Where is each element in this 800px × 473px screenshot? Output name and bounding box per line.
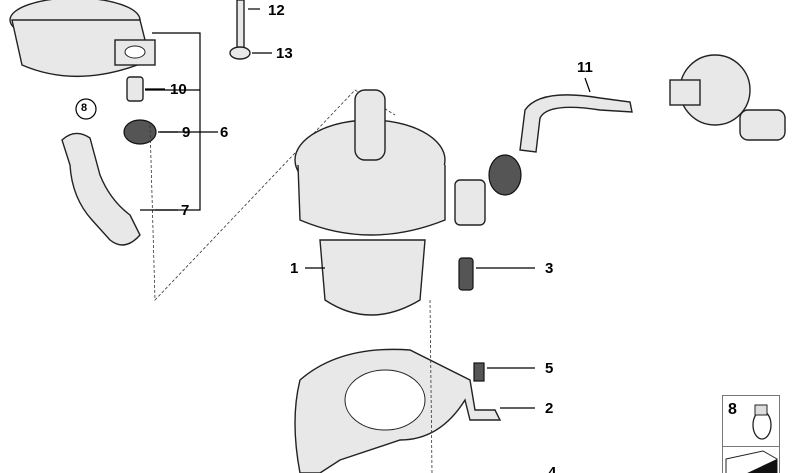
grommet-9 — [123, 119, 157, 145]
bolt-12 — [236, 0, 245, 49]
callout-11: 11 — [577, 59, 593, 76]
leader-lines — [140, 8, 591, 409]
callout-2: 2 — [545, 400, 554, 417]
callout-4: 4 — [548, 464, 557, 473]
callout-7: 7 — [181, 202, 190, 219]
callout-10: 10 — [170, 81, 187, 98]
hose-11 — [519, 94, 633, 153]
callout-5: 5 — [545, 360, 554, 377]
legend-item-label: 8 — [728, 401, 737, 418]
callout-1: 1 — [290, 260, 299, 277]
callout-12: 12 — [268, 2, 285, 19]
sleeve-10 — [126, 76, 144, 102]
air-valve — [669, 54, 786, 141]
callout-3: 3 — [545, 260, 554, 277]
callout-6: 6 — [220, 124, 229, 141]
callout-9: 9 — [182, 124, 191, 141]
hose-7 — [61, 132, 141, 246]
hose-clamp-icon — [752, 404, 772, 440]
callout-8: 8 — [81, 102, 88, 114]
washer-13 — [229, 46, 251, 60]
callout-8-circle — [75, 98, 97, 120]
rubber-mount-3 — [458, 257, 474, 291]
legend-wedge-icon — [725, 450, 778, 473]
air-filter-housing — [9, 0, 156, 77]
legend-box: 8 — [722, 395, 780, 473]
callout-13: 13 — [276, 45, 293, 62]
secondary-air-pump — [294, 89, 486, 316]
